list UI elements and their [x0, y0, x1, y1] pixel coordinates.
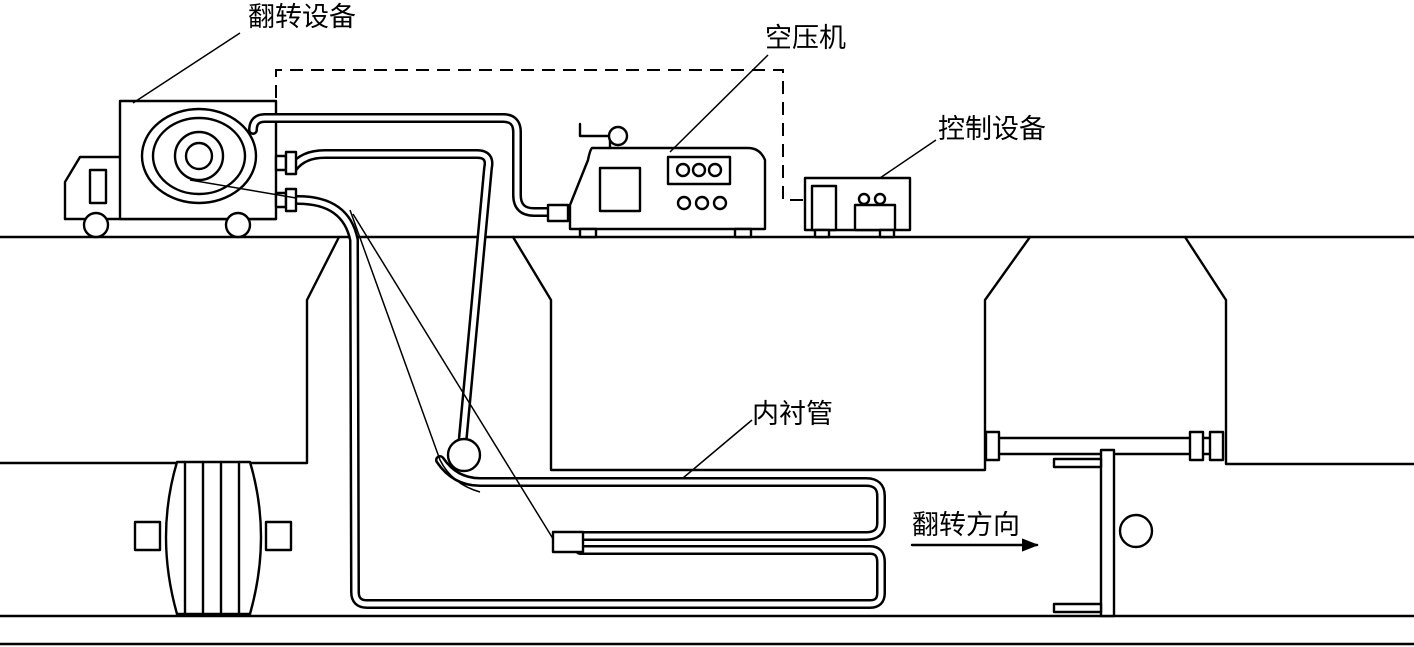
truck-fittings	[274, 150, 298, 213]
label-air-compressor: 空压机	[765, 23, 846, 54]
liner-head	[551, 530, 585, 554]
label-liner-pipe: 内衬管	[752, 399, 833, 430]
control-signal-line	[275, 69, 805, 201]
feed-hose-lower	[288, 149, 494, 452]
inner-tension-line-1	[189, 179, 297, 199]
control-unit	[803, 176, 912, 239]
callout-reversing-equipment	[132, 32, 241, 104]
support-strut	[984, 430, 1225, 618]
reversing-truck	[63, 99, 278, 239]
callout-liner-pipe	[682, 419, 753, 479]
callout-control-equipment	[879, 139, 937, 179]
guide-roller	[446, 437, 482, 473]
label-control-equipment: 控制设备	[938, 114, 1046, 145]
pipe-end-left	[133, 460, 293, 616]
liner-pipe	[435, 455, 886, 541]
label-reversing-equipment: 翻转设备	[248, 2, 356, 33]
callout-air-compressor	[669, 54, 769, 153]
ground-and-pit	[0, 235, 1414, 646]
label-reversing-direction: 翻转方向	[912, 510, 1020, 541]
pull-rope	[352, 213, 556, 543]
inner-tension-line-2	[349, 209, 481, 493]
air-compressor	[546, 122, 767, 239]
